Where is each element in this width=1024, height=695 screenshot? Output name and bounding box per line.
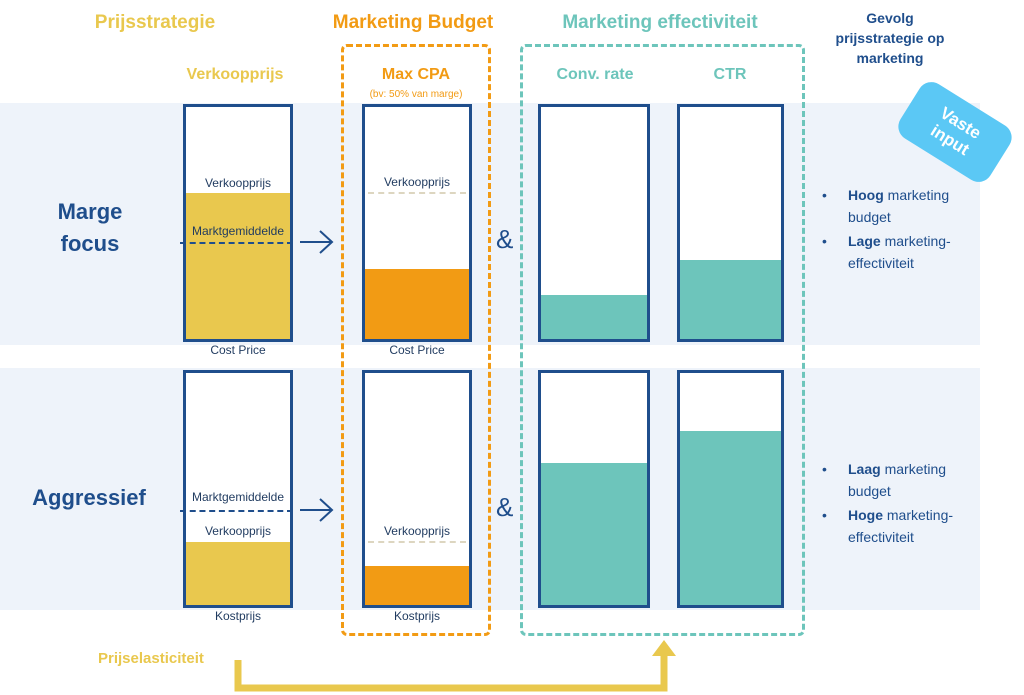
bullet-text: marketing budget: [848, 461, 947, 499]
marketing-budget-frame: [341, 44, 491, 636]
subheader-verkoopprijs: Verkoopprijs: [186, 66, 284, 83]
bullet-text: marketing-effectiviteit: [848, 233, 951, 271]
subheader-ctr: CTR: [713, 66, 747, 83]
conv-rate-box-marge: [538, 104, 650, 342]
budget-box-aggressief: [362, 370, 472, 608]
bullet-item: •Hoge marketing-effectiviteit: [822, 507, 954, 545]
price-top-label-aggressief: Verkoopprijs: [204, 524, 272, 538]
conv-rate-fill-marge: [541, 294, 647, 339]
budget-bottom-label-marge: Cost Price: [389, 343, 445, 357]
bullets-marge: •Hoog marketing budget •Lage marketing-e…: [818, 184, 968, 274]
bullet-item: •Hoog marketing budget: [822, 187, 950, 225]
price-fill-marge: [186, 192, 290, 339]
ampersand-marge: &: [496, 224, 514, 254]
ctr-box-marge: [677, 104, 784, 342]
price-bottom-label-aggressief: Kostprijs: [214, 609, 261, 623]
subheader-conv-rate: Conv. rate: [556, 66, 634, 83]
budget-bottom-label-aggressief: Kostprijs: [393, 609, 440, 623]
conv-rate-box-aggressief: [538, 370, 650, 608]
budget-box-marge: [362, 104, 472, 342]
marktgemiddelde-line-marge: [180, 242, 293, 244]
ampersand-aggressief: &: [496, 492, 514, 522]
bullet-text: marketing budget: [848, 187, 950, 225]
row-label-marge-focus: Marge focus: [57, 199, 123, 256]
budget-top-label-aggressief: Verkoopprijs: [383, 524, 451, 538]
budget-fill-marge: [365, 269, 469, 339]
bullet-item: •Lage marketing-effectiviteit: [822, 233, 951, 271]
budget-fill-aggressief: [365, 565, 469, 605]
budget-top-label-marge: Verkoopprijs: [383, 175, 451, 189]
bullet-item: •Laag marketing budget: [822, 461, 947, 499]
header-gevolg: Gevolg prijsstrategie op marketing: [835, 10, 945, 66]
header-marketing-effectiviteit: Marketing effectiviteit: [562, 12, 758, 33]
row-label-aggressief: Aggressief: [32, 485, 146, 510]
arrow-right-icon: [300, 230, 334, 254]
price-box-aggressief: [183, 370, 293, 608]
elasticity-connector-arrow: [234, 640, 676, 692]
footer-prijselasticiteit: Prijselasticiteit: [98, 650, 204, 667]
bullet-bold: Hoge: [848, 507, 883, 523]
ctr-box-aggressief: [677, 370, 784, 608]
price-box-marge: [183, 104, 293, 342]
marktgemiddelde-line-aggressief: [180, 510, 293, 512]
verkoopprijs-line-aggressief: [368, 541, 466, 543]
bullet-bold: Hoog: [848, 187, 884, 203]
price-mid-label-aggressief: Marktgemiddelde: [191, 490, 285, 504]
ctr-fill-aggressief: [680, 431, 781, 605]
marketing-effectiviteit-frame: [520, 44, 805, 636]
subheader-max-cpa: Max CPA: [381, 66, 451, 83]
bullet-text: marketing-effectiviteit: [848, 507, 954, 545]
ctr-fill-marge: [680, 260, 781, 339]
price-mid-label-marge: Marktgemiddelde: [191, 224, 285, 238]
bullet-bold: Lage: [848, 233, 881, 249]
price-bottom-label-marge: Cost Price: [210, 343, 266, 357]
header-prijsstrategie: Prijsstrategie: [94, 12, 216, 33]
price-top-label-marge: Verkoopprijs: [204, 176, 272, 190]
header-marketing-budget: Marketing Budget: [332, 12, 494, 33]
verkoopprijs-line-marge: [368, 192, 466, 194]
conv-rate-fill-aggressief: [541, 463, 647, 605]
bullets-aggressief: •Laag marketing budget •Hoge marketing-e…: [818, 458, 978, 548]
bullet-bold: Laag: [848, 461, 881, 477]
arrow-right-icon: [300, 498, 334, 522]
subheader-max-cpa-note: (bv: 50% van marge): [369, 89, 463, 100]
price-fill-aggressief: [186, 542, 290, 605]
